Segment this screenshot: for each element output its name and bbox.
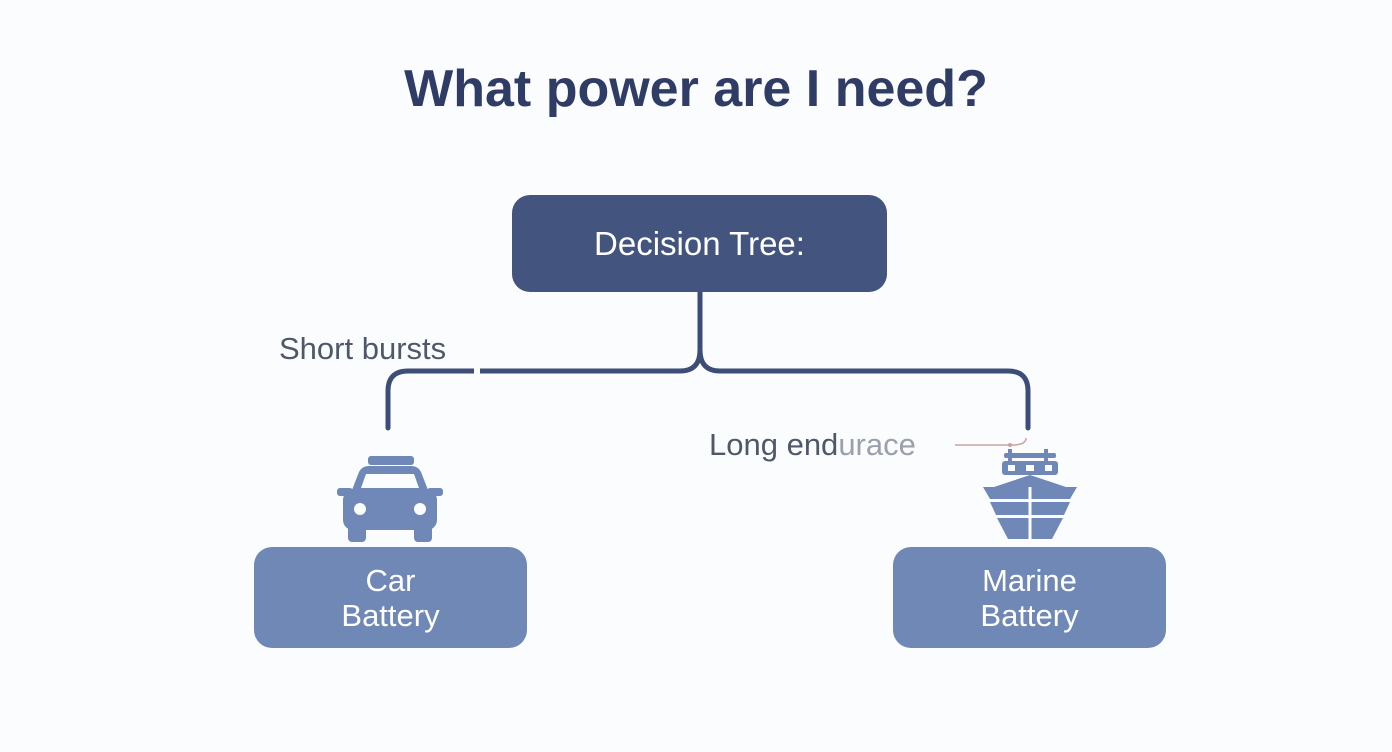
branch-label-long-part1: Long end	[709, 427, 839, 462]
car-icon	[337, 456, 443, 542]
root-node-label: Decision Tree:	[594, 224, 805, 262]
branch-label-long-endurance: Long endurace	[709, 427, 916, 463]
diagram-title: What power are I need?	[404, 60, 988, 118]
pointer-dot	[1008, 443, 1012, 447]
branch-label-short-bursts: Short bursts	[279, 331, 447, 366]
branch-label-long-part2: urace	[838, 427, 916, 462]
leaf-car-line2: Battery	[341, 597, 440, 633]
leaf-node-car-battery: Car Battery	[254, 547, 527, 648]
leaf-marine-line1: Marine	[982, 562, 1077, 598]
right-branch-line	[697, 347, 1031, 431]
leaf-marine-line2: Battery	[980, 597, 1079, 633]
root-node: Decision Tree:	[512, 195, 887, 292]
left-branch-line	[385, 347, 703, 431]
long-label-pointer	[955, 437, 1027, 446]
leaf-car-line1: Car	[365, 562, 416, 598]
leaf-node-marine-battery: Marine Battery	[893, 547, 1166, 648]
boat-icon	[983, 449, 1077, 539]
label-gap	[474, 366, 480, 376]
